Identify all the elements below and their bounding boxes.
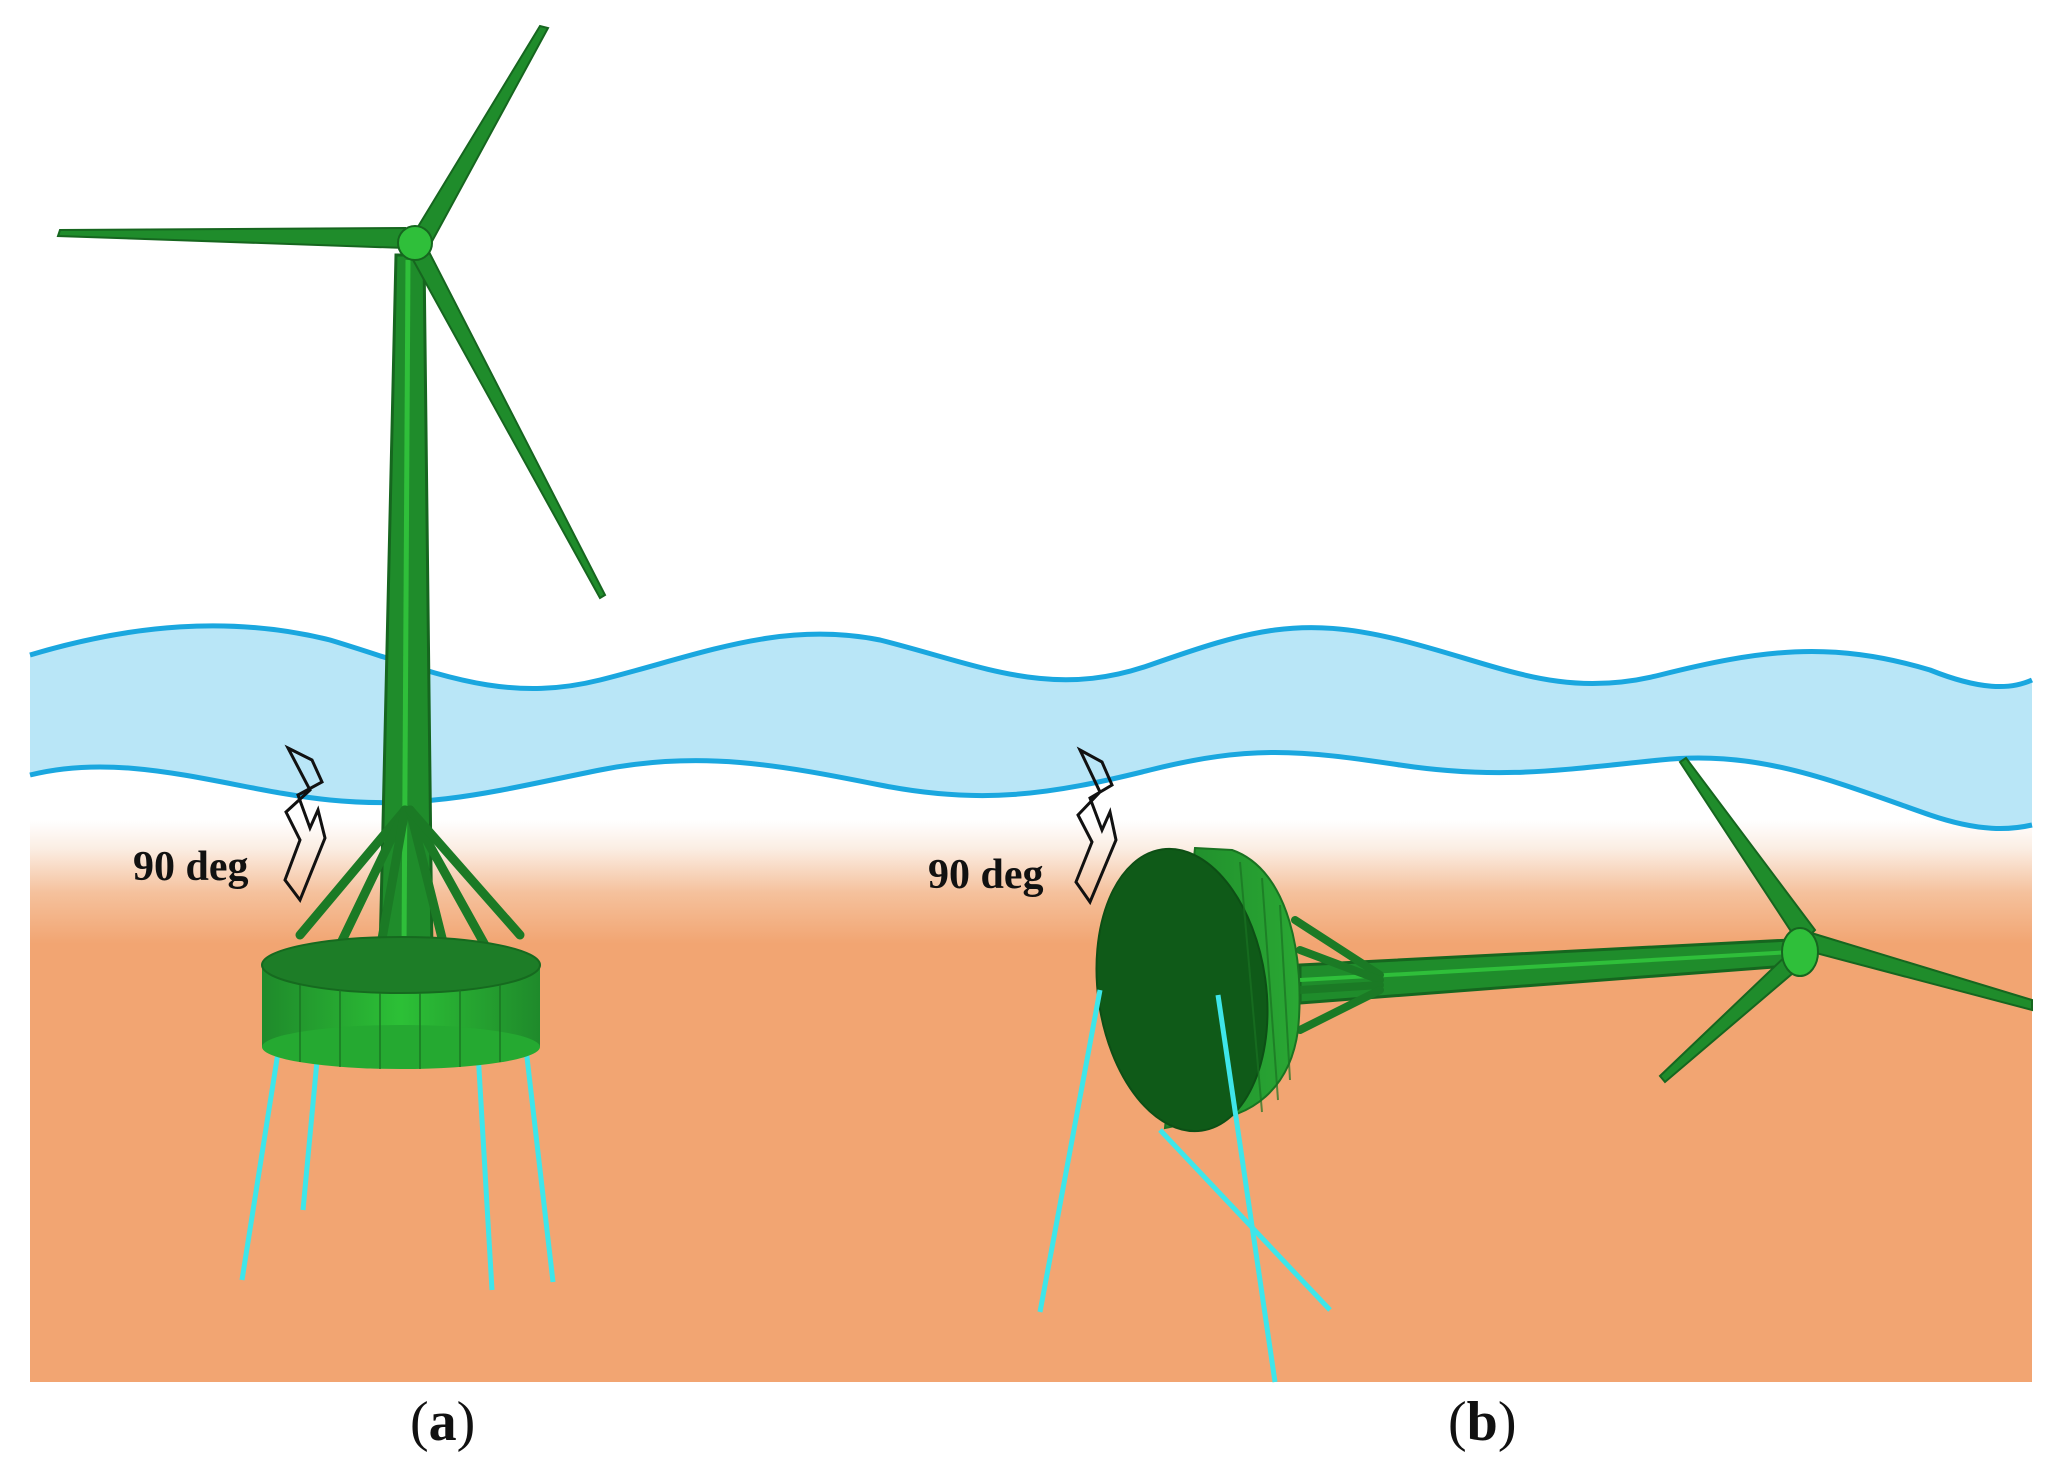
panel-a-caption-letter: a (428, 1391, 457, 1453)
panel-b-caption-letter: b (1466, 1391, 1498, 1453)
panel-a-angle-indicator: 90 deg (133, 744, 327, 904)
panel-a-caption: (a) (410, 1391, 476, 1453)
panel-a-floater (261, 936, 541, 1069)
seabed-region (30, 820, 2032, 1382)
panel-a-rotor (56, 24, 607, 600)
panel-a-bracing-struts (295, 805, 525, 955)
panel-a-hub (397, 225, 433, 261)
panel-b-caption: (b) (1448, 1391, 1517, 1453)
panel-b-angle-indicator: 90 deg (928, 746, 1118, 906)
panel-a-mooring-lines (239, 1039, 556, 1291)
panel-b-hub (1781, 927, 1819, 977)
panel-b-rotor (1658, 756, 2033, 1084)
panel-a-angle-arrow-icon (283, 744, 327, 904)
panel-b-angle-arrow-icon (1074, 746, 1118, 906)
panel-b-capsized-turbine: 90 deg (928, 746, 2033, 1383)
panel-b-floater (1095, 846, 1301, 1133)
panel-a-angle-label: 90 deg (133, 844, 249, 890)
wave-band (30, 625, 2032, 829)
panel-a-blade-down (410, 248, 607, 600)
panel-b-mooring-lines (1037, 989, 1332, 1383)
panel-a-blade-left (56, 226, 406, 250)
panel-b-bracing-struts (1291, 916, 1384, 1034)
panel-a-blade-up (408, 24, 550, 247)
panel-b-angle-label: 90 deg (928, 852, 1044, 898)
panel-a-upright-turbine: 90 deg (56, 24, 607, 1291)
